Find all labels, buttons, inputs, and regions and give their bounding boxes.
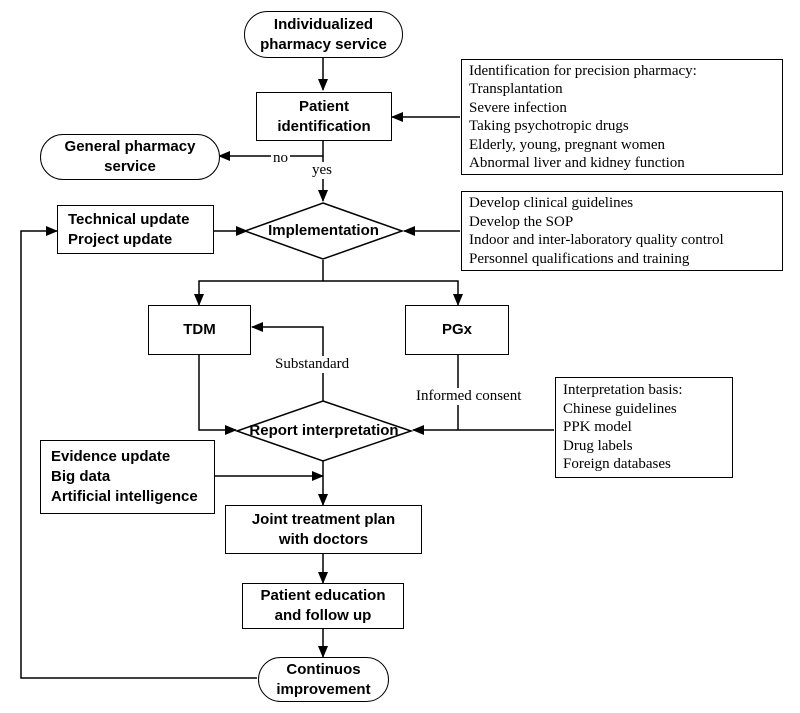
report-interpretation-diamond (234, 400, 414, 462)
patient-identification-node: Patient identification (256, 92, 392, 141)
evidence-update-box: Evidence update Big data Artificial inte… (40, 440, 215, 514)
general-pharmacy-line-2: service (104, 158, 156, 175)
patient-education-node: Patient education and follow up (242, 583, 404, 629)
tdm-node: TDM (148, 305, 251, 355)
education-line-1: Patient education (260, 587, 386, 604)
arrow-implementation-to-pgx (323, 280, 463, 306)
edge-label-substandard: Substandard (273, 356, 352, 373)
general-pharmacy-service-node: General pharmacy service (40, 134, 220, 180)
criteria-item: Elderly, young, pregnant women (469, 136, 666, 153)
criteria-item: Transplantation (469, 81, 563, 97)
basis-item: Interpretation basis: (563, 382, 683, 399)
interpretation-basis-box: Interpretation basis: Chinese guidelines… (555, 377, 733, 478)
implementation-diamond (242, 202, 405, 260)
identification-criteria-box: Identification for precision pharmacy: T… (461, 59, 783, 175)
criteria-item: Abnormal liver and kidney function (469, 155, 685, 171)
criteria-item: Identification for precision pharmacy: (469, 62, 697, 79)
pgx-node: PGx (405, 305, 509, 355)
improvement-line-1: Continuos (286, 660, 361, 678)
arrow-improvement-feedback (20, 226, 257, 679)
evidence-update-line-1: Evidence update (51, 448, 171, 465)
arrow-substandard-feedback (251, 322, 324, 401)
implementation-label: Implementation (268, 222, 379, 239)
basis-item: Foreign databases (563, 456, 671, 473)
requirement-item: Develop clinical guidelines (469, 195, 634, 211)
patient-identification-line-2: identification (277, 117, 371, 135)
improvement-line-2: improvement (276, 680, 371, 698)
individualized-pharmacy-service-node: Individualized pharmacy service (244, 11, 403, 58)
implementation-requirements-box: Develop clinical guidelines Develop the … (461, 191, 783, 271)
technical-update-box: Technical update Project update (57, 205, 214, 254)
requirement-item: Indoor and inter-laboratory quality cont… (469, 232, 724, 248)
general-pharmacy-line-1: General pharmacy (64, 138, 196, 155)
edge-label-informed-consent: Informed consent (414, 388, 524, 405)
technical-update-line-2: Project update (68, 230, 173, 248)
basis-item: Chinese guidelines (563, 400, 677, 417)
arrow-implementation-to-tdm (194, 260, 324, 306)
pgx-label: PGx (441, 321, 472, 338)
start-line-2: pharmacy service (260, 35, 387, 53)
report-interpretation-label: Report interpretation (249, 422, 399, 439)
basis-item: PPK model (563, 419, 632, 436)
criteria-item: Taking psychotropic drugs (469, 118, 629, 134)
requirement-item: Develop the SOP (469, 213, 574, 230)
joint-plan-line-1: Joint treatment plan (251, 510, 396, 528)
technical-update-line-1: Technical update (68, 210, 190, 228)
edge-label-yes: yes (310, 162, 334, 179)
joint-treatment-plan-node: Joint treatment plan with doctors (225, 505, 422, 554)
patient-identification-line-1: Patient (298, 97, 349, 115)
requirement-item: Personnel qualifications and training (469, 250, 690, 267)
joint-plan-line-2: with doctors (278, 530, 369, 548)
basis-item: Drug labels (563, 437, 633, 454)
start-line-1: Individualized (273, 15, 374, 33)
tdm-label: TDM (183, 321, 216, 338)
edge-label-no: no (271, 150, 290, 167)
continuous-improvement-node: Continuos improvement (258, 657, 389, 702)
criteria-item: Severe infection (469, 99, 567, 116)
education-line-2: and follow up (274, 607, 372, 624)
evidence-update-line-2: Big data (51, 468, 111, 485)
arrow-tdm-to-report (198, 354, 237, 435)
evidence-update-line-3: Artificial intelligence (51, 488, 198, 505)
